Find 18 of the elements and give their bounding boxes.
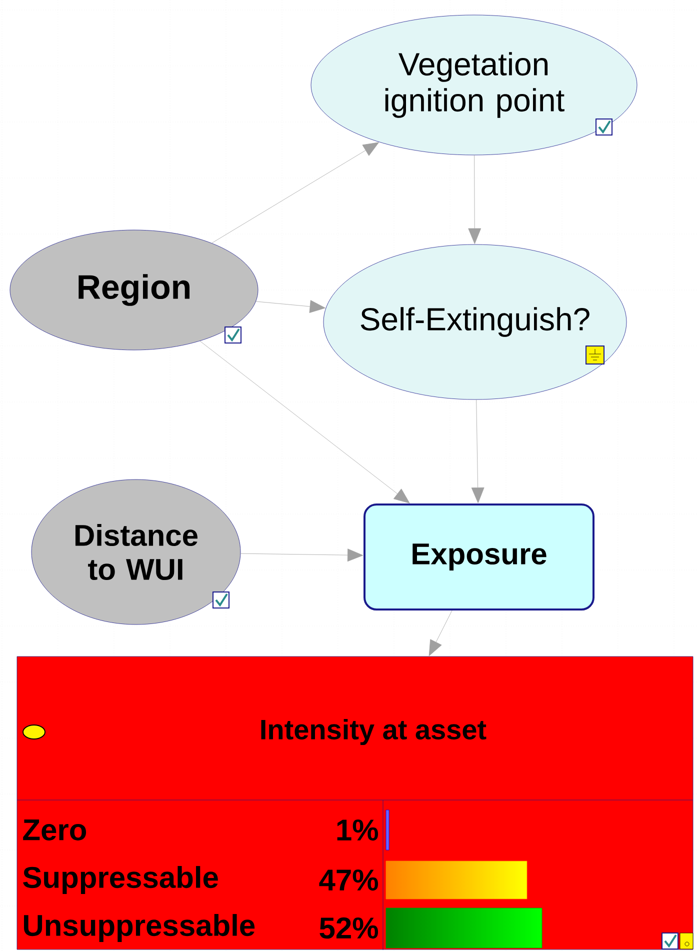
oval-node: Self-Extinguish? [323,244,627,400]
arrow [471,400,484,504]
arrow [428,610,452,656]
arrow [200,340,410,504]
category-label: Zero [23,820,86,840]
oval-node: Region [10,230,258,350]
arrow [212,142,379,244]
oval-node: Distance to WUI [31,479,241,625]
value-label: 52% [320,917,378,939]
arrow [240,548,364,562]
arrow [468,155,482,244]
value-label: 47% [319,869,378,891]
category-label: Suppressable [23,866,218,894]
rounded-box: Exposure [364,504,594,610]
oval-node: Vegetation ignition point [310,14,638,156]
arrow [256,300,326,313]
value-label: 1% [337,819,378,841]
category-label: Unsuppressable [24,914,255,942]
